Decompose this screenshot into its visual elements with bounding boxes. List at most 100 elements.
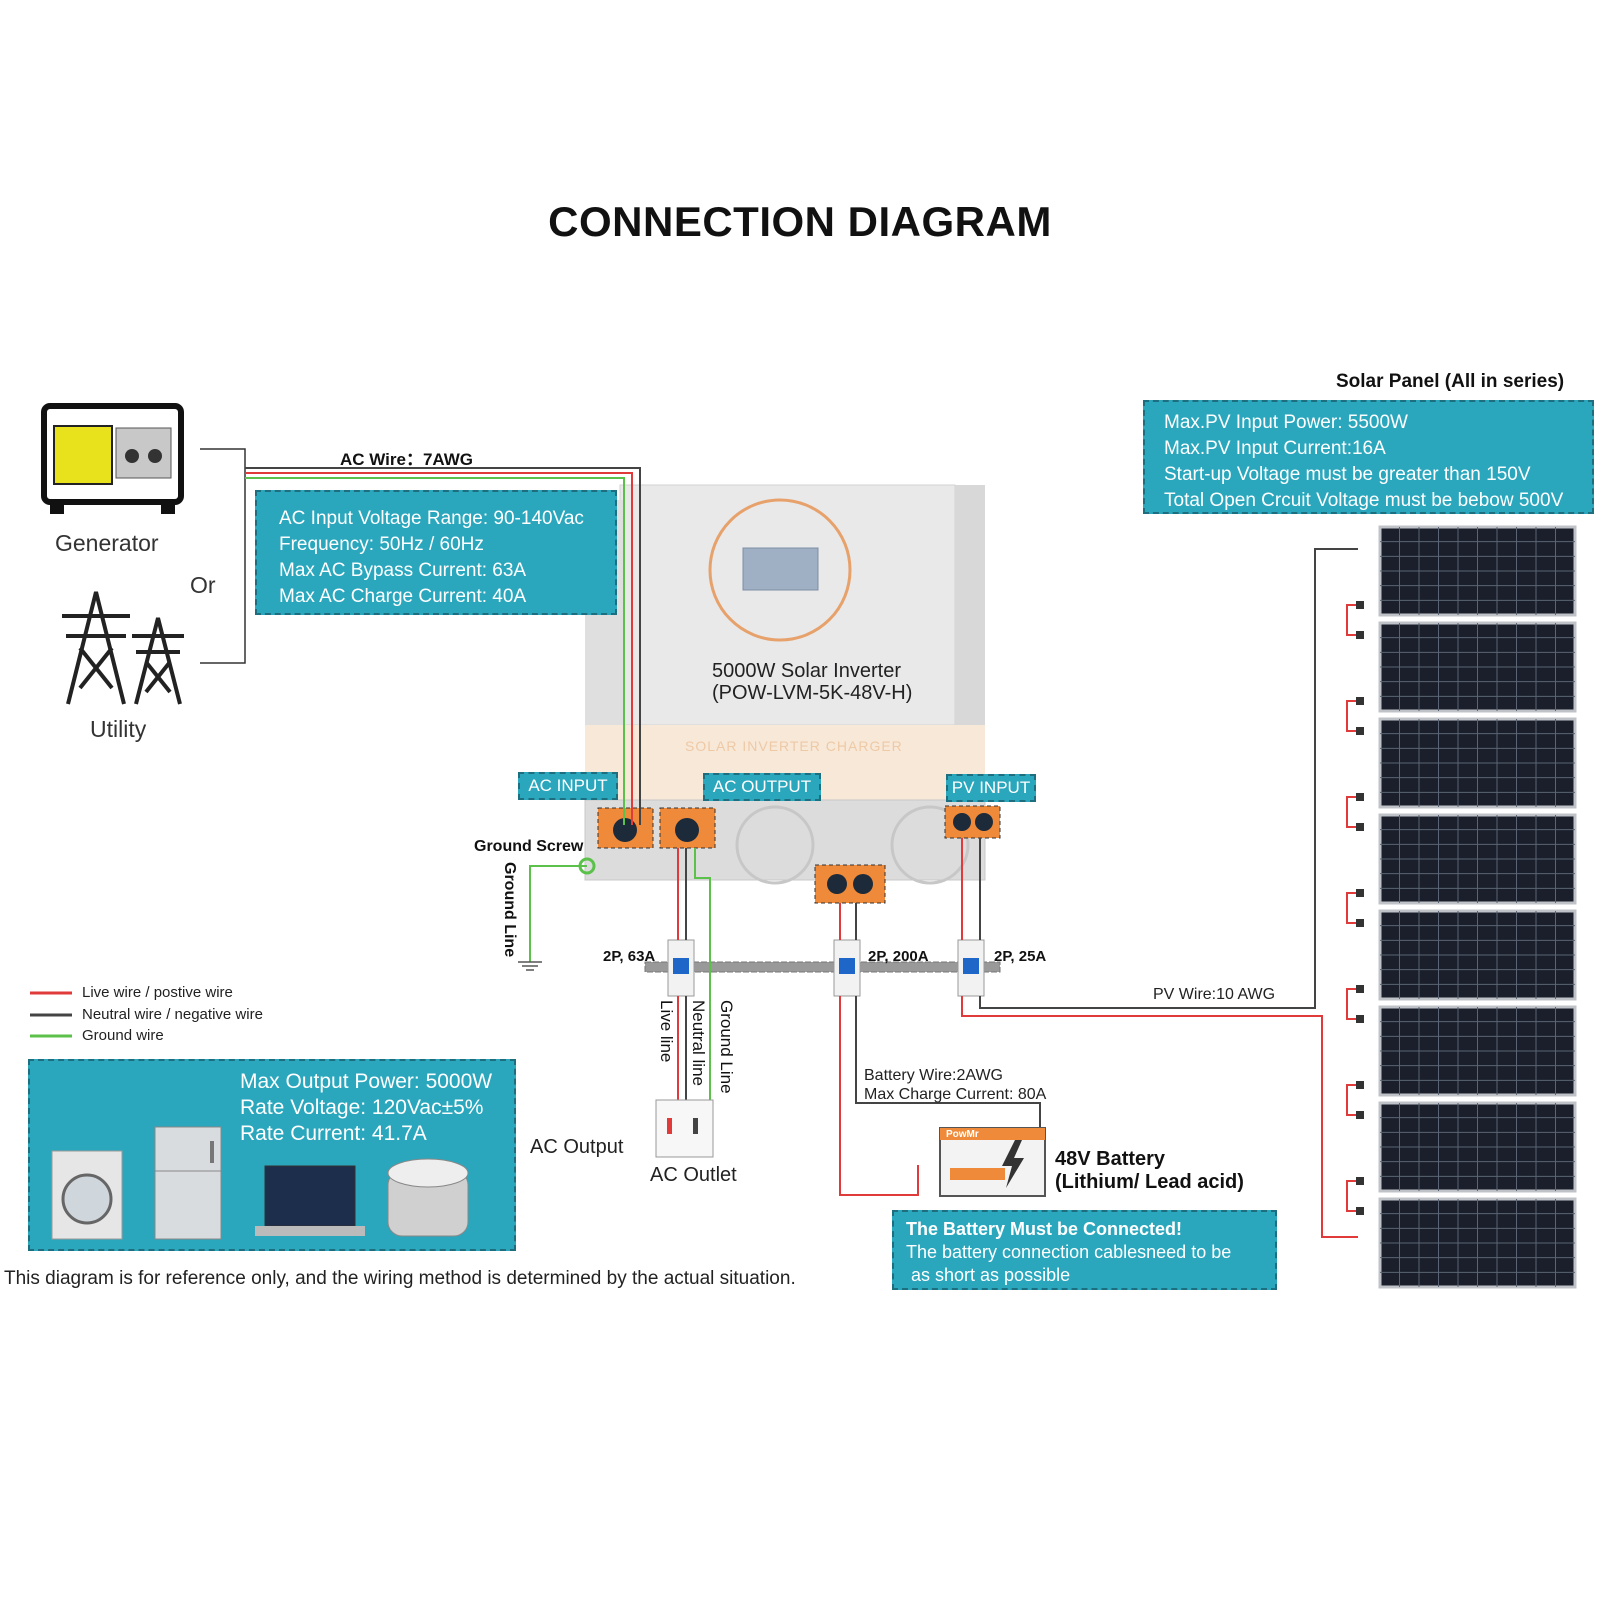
ground-line-label: Ground Line [501,862,518,958]
pv-spec-line: Start-up Voltage must be greater than 15… [1164,464,1531,485]
legend-swatches [30,991,72,1038]
battery-voltage: 48V Battery [1055,1148,1166,1170]
breaker-pv-label: 2P, 25A [994,948,1047,965]
series-jumper [1346,1084,1358,1116]
battery-warning-heading: The Battery Must be Connected! [906,1219,1183,1239]
battery-type: (Lithium/ Lead acid) [1055,1171,1244,1193]
panel-connector [1356,1207,1364,1215]
panel-connector [1356,601,1364,609]
series-jumper [1346,1180,1358,1212]
panel-connector [1356,889,1364,897]
display-ring [708,498,852,642]
pv-spec-line: Total Open Crcuit Voltage must be bebow … [1164,490,1564,511]
ac-input-wires [245,467,641,825]
source-bracket [200,448,246,664]
refrigerator-icon [154,1126,222,1240]
panel-connector [1356,985,1364,993]
fan-grill-left [735,805,815,885]
output-spec-lines: Max Output Power: 5000W Rate Voltage: 12… [240,1069,492,1147]
pv-specs-box: Max.PV Input Power: 5500W Max.PV Input C… [1143,400,1594,514]
ground-screw-label: Ground Screw [474,838,584,855]
legend-neutral: Neutral wire / negative wire [82,1006,263,1023]
ac-output-wires [677,848,711,1100]
output-ground-line-label: Ground Line [717,1000,736,1094]
battery-brand: PowMr [946,1129,979,1140]
battery-graphic [939,1127,1046,1197]
utility-label: Utility [90,716,147,742]
generator-label: Generator [55,530,159,556]
panel-connector [1356,793,1364,801]
battery-wire-gauge: Battery Wire:2AWG [864,1067,1003,1084]
output-spec-line: Rate Current: 41.7A [240,1122,427,1145]
battery-wire-label: Battery Wire:2AWG Max Charge Current: 80… [864,1066,1046,1104]
rice-cooker-icon [387,1158,469,1237]
series-jumper [1346,988,1358,1020]
ac-output-label: AC Output [530,1136,624,1158]
legend-live: Live wire / postive wire [82,984,233,1001]
panel-connector [1356,1177,1364,1185]
breaker-battery-label: 2P, 200A [868,948,929,965]
panel-connector [1356,631,1364,639]
utility-tower-icon [58,588,188,706]
battery-warning-box: The Battery Must be Connected! The batte… [892,1210,1277,1290]
pv-wires [961,548,1358,1238]
ac-input-specs-box: AC Input Voltage Range: 90-140Vac Freque… [255,490,617,615]
ac-input-tag: AC INPUT [518,772,618,800]
terminal-blocks [597,805,1001,904]
live-line-label: Live line [657,1000,676,1063]
ac-input-spec-line: AC Input Voltage Range: 90-140Vac [279,508,584,529]
panel-connector [1356,727,1364,735]
page-title: CONNECTION DIAGRAM [548,198,1052,245]
solar-panel-stack [1346,525,1577,1289]
generator-icon [40,398,185,518]
washing-machine-icon [51,1150,123,1240]
disclaimer-text: This diagram is for reference only, and … [4,1268,796,1289]
inverter-name-line1: 5000W Solar Inverter [712,660,901,682]
lcd-display [742,547,819,591]
output-specs-box: Max Output Power: 5000W Rate Voltage: 12… [28,1059,516,1251]
output-spec-line: Max Output Power: 5000W [240,1070,493,1093]
panel-connector [1356,1015,1364,1023]
fan-grill-right [890,805,970,885]
solar-panel-title: Solar Panel (All in series) [1336,371,1565,392]
series-jumper [1346,892,1358,924]
battery-wires [839,903,1041,1196]
ac-output-tag: AC OUTPUT [703,773,821,801]
pv-input-tag: PV INPUT [946,774,1036,802]
battery-warning-line: as short as possible [906,1265,1071,1285]
panel-connector [1356,823,1364,831]
series-jumper [1346,700,1358,732]
panel-connector [1356,1111,1364,1119]
pv-wire-label: PV Wire:10 AWG [1153,986,1276,1003]
battery-max-charge: Max Charge Current: 80A [864,1086,1047,1103]
appliance-icons [51,1126,469,1240]
panel-connector [1356,697,1364,705]
pv-spec-line: Max.PV Input Power: 5500W [1164,412,1408,433]
pv-spec-line: Max.PV Input Current:16A [1164,438,1386,459]
neutral-line-label: Neutral line [689,1000,708,1086]
earth-symbol [518,961,542,971]
panel-connector [1356,919,1364,927]
legend-ground: Ground wire [82,1027,164,1044]
battery-label: 48V Battery (Lithium/ Lead acid) [1055,1148,1244,1194]
laptop-icon [255,1165,365,1236]
or-label: Or [190,572,216,598]
output-spec-line: Rate Voltage: 120Vac±5% [240,1096,484,1119]
panel-connector [1356,1081,1364,1089]
series-jumper [1346,796,1358,828]
inverter-band-text: SOLAR INVERTER CHARGER [685,738,903,754]
breaker-63a [667,939,695,997]
din-rail [644,961,1001,973]
ground-line-wire [529,865,587,962]
battery-warning-line: The battery connection cablesneed to be [906,1242,1232,1262]
ac-input-spec-line: Max AC Charge Current: 40A [279,586,527,607]
inverter-name: 5000W Solar Inverter (POW-LVM-5K-48V-H) [712,660,912,704]
ac-input-spec-line: Frequency: 50Hz / 60Hz [279,534,484,555]
breaker-25a [957,939,985,997]
ac-wire-label: AC Wire：7AWG [340,450,474,469]
breaker-ac-label: 2P, 63A [603,948,656,965]
inverter-model: (POW-LVM-5K-48V-H) [712,682,913,704]
ac-input-spec-line: Max AC Bypass Current: 63A [279,560,527,581]
ac-outlet-label: AC Outlet [650,1164,737,1186]
